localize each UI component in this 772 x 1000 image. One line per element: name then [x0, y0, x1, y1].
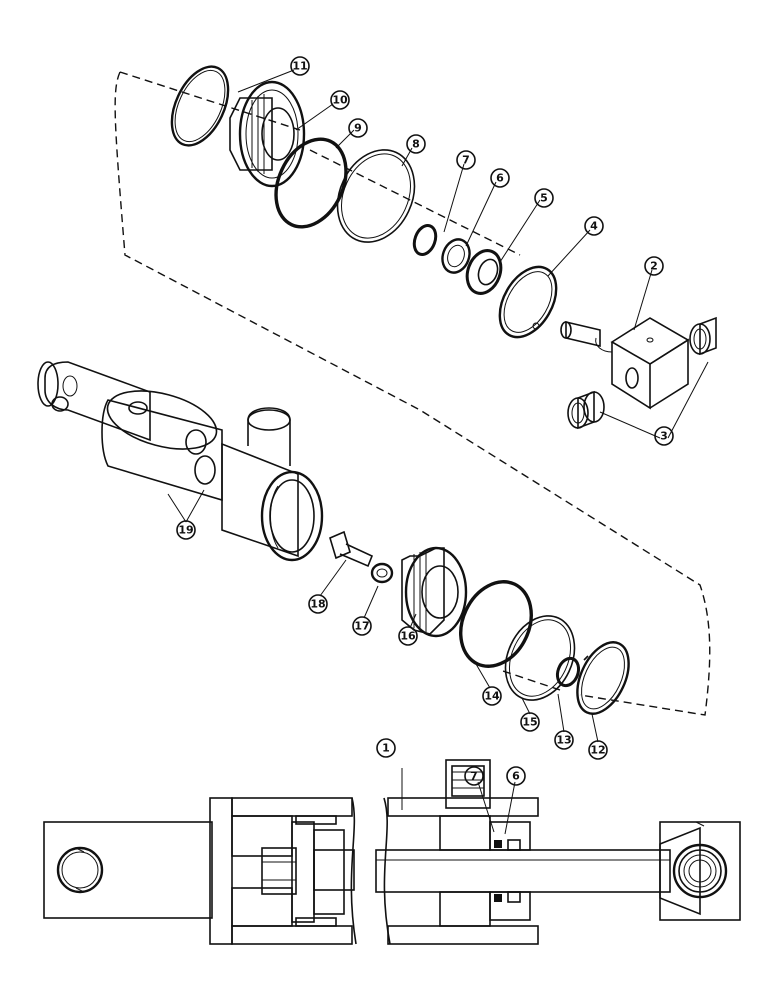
callout-section-6: 6 [506, 766, 526, 786]
callout-11-label: 11 [292, 60, 307, 73]
callout-8: 8 [406, 134, 426, 154]
callout-section-7-label: 7 [470, 770, 478, 783]
callout-3: 3 [654, 426, 674, 446]
piston-16-part [401, 546, 468, 638]
callout-6: 6 [490, 168, 510, 188]
bolt-18-part [329, 530, 374, 568]
callout-2-label: 2 [650, 260, 658, 273]
o-ring-7-part [412, 223, 438, 257]
o-ring-13-part [555, 656, 581, 688]
callout-10-label: 10 [332, 94, 348, 107]
callout-18-label: 18 [310, 598, 325, 611]
callout-4: 4 [584, 216, 604, 236]
callout-15-label: 15 [522, 716, 537, 729]
callout-2: 2 [644, 256, 664, 276]
callout-12: 12 [588, 740, 608, 760]
callout-9: 9 [348, 118, 368, 138]
backup-ring-8-part [336, 149, 416, 243]
callout-section-6-label: 6 [512, 770, 520, 783]
callout-16: 16 [398, 626, 418, 646]
callout-6-label: 6 [496, 172, 504, 185]
callout-10: 10 [330, 90, 350, 110]
o-ring-14-part [459, 580, 533, 668]
bushing-3-lower-part [567, 390, 605, 430]
callout-18: 18 [308, 594, 328, 614]
callout-4-label: 4 [590, 220, 598, 233]
cylinder-barrel-19-part [37, 361, 324, 562]
callout-1: 1 [376, 738, 396, 758]
wiper-seal-5-part [465, 249, 503, 295]
wear-ring-12-part [576, 641, 630, 715]
callout-13-label: 13 [556, 734, 571, 747]
callout-11: 11 [290, 56, 310, 76]
callout-17: 17 [352, 616, 372, 636]
callout-19: 19 [176, 520, 196, 540]
assembly-boundary-dashed [114, 71, 711, 716]
callout-8-label: 8 [412, 138, 420, 151]
callout-9-label: 9 [354, 122, 362, 135]
rod-end-block-2-part [560, 317, 690, 410]
callout-12-label: 12 [590, 744, 605, 757]
snap-ring-4-part [498, 265, 558, 339]
callout-17-label: 17 [354, 620, 369, 633]
bushing-3-upper-part [689, 316, 717, 356]
leader-lines [167, 69, 709, 835]
callout-16-label: 16 [400, 630, 416, 643]
callout-5-label: 5 [540, 192, 548, 205]
callout-14: 14 [482, 686, 502, 706]
backup-ring-15-part [504, 615, 576, 701]
callout-7-label: 7 [462, 154, 470, 167]
callout-14-label: 14 [484, 690, 500, 703]
o-ring-9-part [274, 137, 348, 229]
sectional-assembly-view [43, 759, 741, 945]
retaining-ring-part [170, 65, 230, 147]
callout-7: 7 [456, 150, 476, 170]
callout-13: 13 [554, 730, 574, 750]
callout-19-label: 19 [178, 524, 193, 537]
callout-3-label: 3 [660, 430, 668, 443]
washer-6-part [441, 238, 471, 274]
callout-section-7: 7 [464, 766, 484, 786]
washer-17-part [370, 562, 394, 584]
gland-head-part [229, 80, 306, 188]
callout-1-label: 1 [382, 742, 390, 755]
callout-15: 15 [520, 712, 540, 732]
callout-5: 5 [534, 188, 554, 208]
